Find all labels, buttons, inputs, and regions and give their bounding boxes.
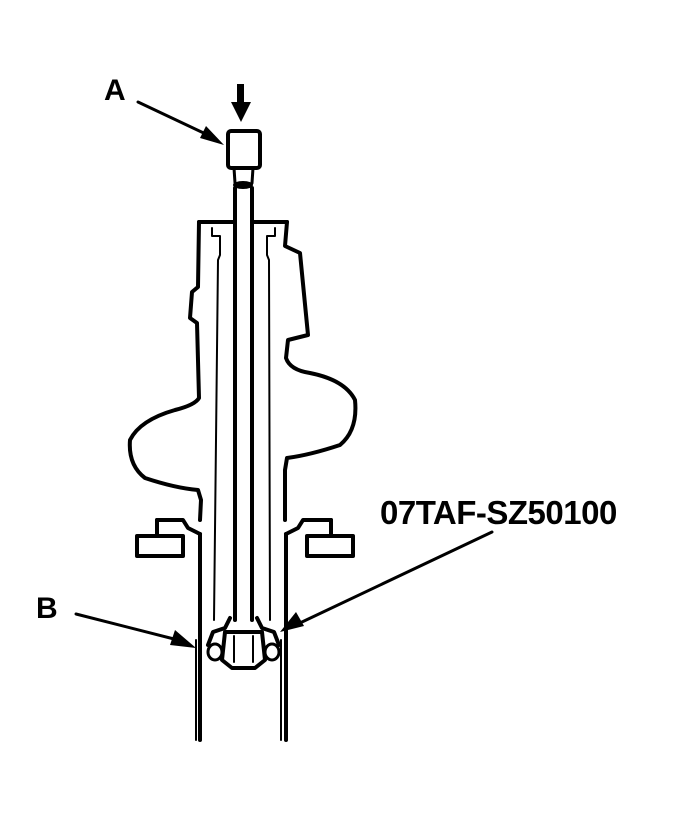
spring-seat-left	[135, 518, 202, 558]
callout-label-b: B	[36, 592, 58, 625]
spring-seat-right	[284, 518, 355, 558]
callout-label-a: A	[104, 74, 126, 107]
leader-arrow-tool	[280, 530, 494, 632]
tool-part-number-label: 07TAF-SZ50100	[380, 494, 617, 531]
force-arrow-icon	[231, 84, 251, 122]
piston-rod	[233, 186, 254, 622]
inner-wall-left	[211, 227, 221, 621]
strut-outer-right	[283, 220, 358, 522]
seal-guide-tool	[206, 616, 281, 670]
inner-wall-right	[266, 227, 276, 621]
leader-arrow-b	[74, 612, 196, 648]
outer-tube	[195, 532, 288, 742]
cap-a	[226, 129, 262, 189]
leader-arrow-a	[136, 100, 224, 145]
strut-outer-left	[127, 220, 203, 522]
